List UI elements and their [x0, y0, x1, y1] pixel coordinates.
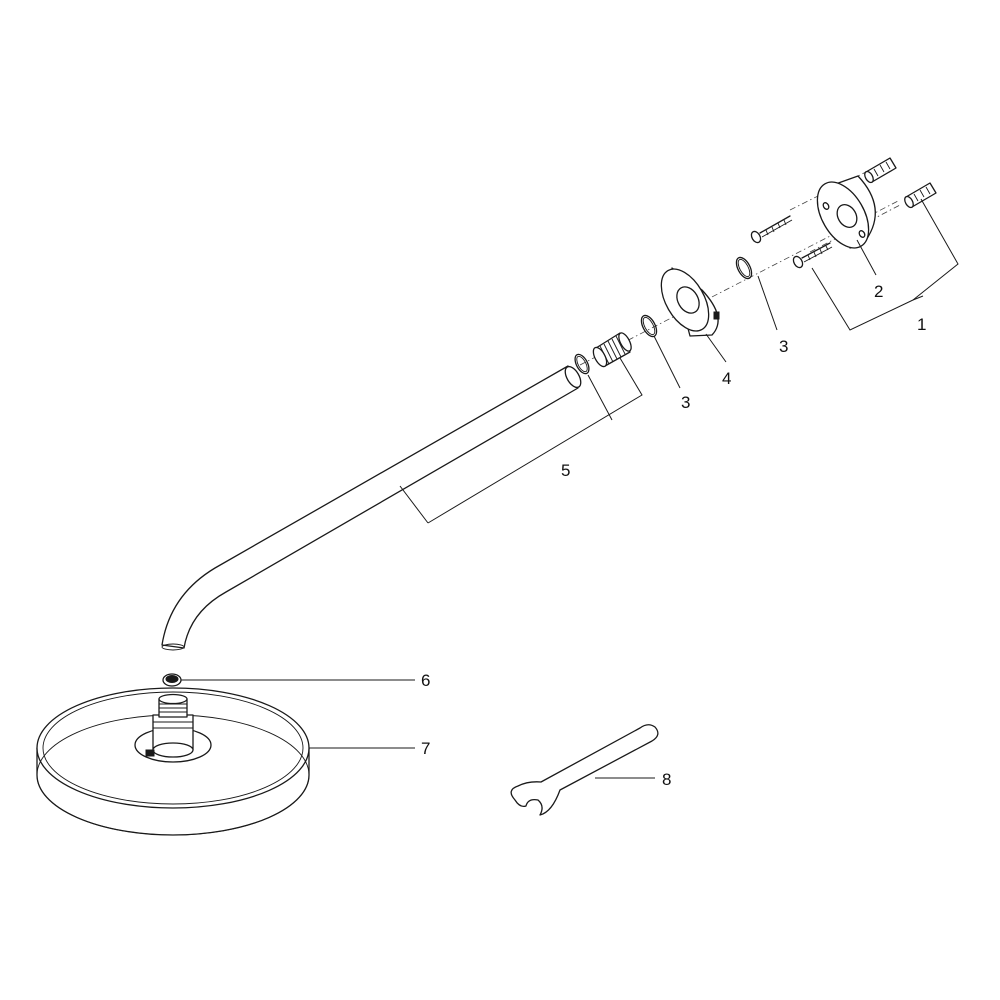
callout-6: 6 [421, 671, 430, 690]
callout-3-left: 3 [681, 393, 690, 412]
o-ring-right [735, 256, 753, 280]
wall-plug-upper [864, 157, 897, 184]
set-screw-icon [713, 311, 720, 320]
callout-8: 8 [662, 770, 671, 789]
callout-5: 5 [561, 461, 570, 480]
callout-7: 7 [421, 739, 430, 758]
callout-1: 1 [917, 315, 926, 334]
shower-arm [161, 365, 582, 651]
escutcheon-rosette [660, 267, 720, 337]
screw-lower [792, 242, 833, 269]
spanner-wrench [510, 724, 659, 816]
o-ring-left [574, 353, 590, 375]
mounting-screws [750, 215, 833, 269]
shower-head [36, 687, 310, 836]
wall-plugs [864, 157, 937, 209]
wall-plug-lower [904, 182, 937, 209]
leader-lines [181, 198, 959, 779]
brand-mark-icon [145, 749, 155, 757]
callout-4: 4 [722, 369, 731, 388]
wall-mounting-plate [816, 175, 876, 249]
callout-labels: 1 2 3 3 4 5 6 7 8 [421, 282, 926, 789]
callout-2: 2 [874, 282, 883, 301]
screw-upper [750, 215, 793, 244]
filter-seal [162, 673, 182, 687]
threaded-nipple [592, 332, 632, 368]
callout-3-right: 3 [779, 337, 788, 356]
